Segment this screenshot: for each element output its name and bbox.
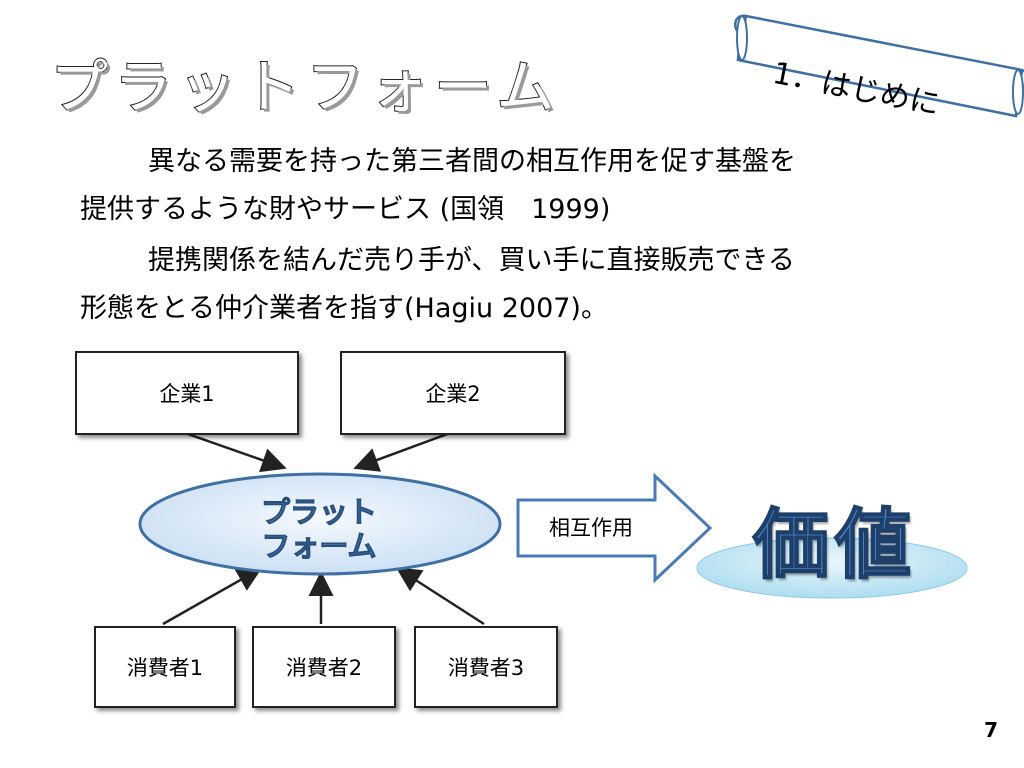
scroll-banner-shape [733,14,1024,118]
slide-title: プラットフォーム [49,52,561,122]
section-banner: 1．はじめに [730,8,1024,122]
platform-label-line-1: プラット [260,495,377,530]
definition-paragraph-1: 異なる需要を持った第三者間の相互作用を促す基盤を 提供するような財やサービス (… [80,138,796,234]
platform-label: プラット フォーム [140,484,498,574]
value-label: 価値 [752,499,917,590]
arrow-company1-to-platform [184,431,287,473]
definition-paragraph-2: 提携関係を結んだ売り手が、買い手に直接販売できる 形態をとる仲介業者を指す(Ha… [80,237,795,333]
platform-label-line-2: フォーム [261,529,377,564]
consumer-3-box: 消費者3 [414,626,558,708]
paragraph-1-line-2: 提供するような財やサービス (国領 1999) [80,194,611,225]
arrow-company2-to-platform [353,431,451,472]
page-number: 7 [984,718,998,742]
company-2-box: 企業2 [340,351,566,435]
consumer-2-box: 消費者2 [252,626,396,708]
arrow-consumer1-to-platform [162,567,263,626]
arrow-consumer3-to-platform [395,567,485,626]
platform-ellipse [138,472,502,576]
value-ellipse [696,537,968,599]
interaction-label: 相互作用 [549,516,633,540]
interaction-arrow [516,472,713,584]
paragraph-2-line-1: 提携関係を結んだ売り手が、買い手に直接販売できる [148,245,795,276]
consumer-1-box: 消費者1 [94,626,236,708]
company-1-box: 企業1 [75,351,299,435]
paragraph-1-line-1: 異なる需要を持った第三者間の相互作用を促す基盤を [148,146,796,177]
paragraph-2-line-2: 形態をとる仲介業者を指す(Hagiu 2007)。 [80,293,608,324]
